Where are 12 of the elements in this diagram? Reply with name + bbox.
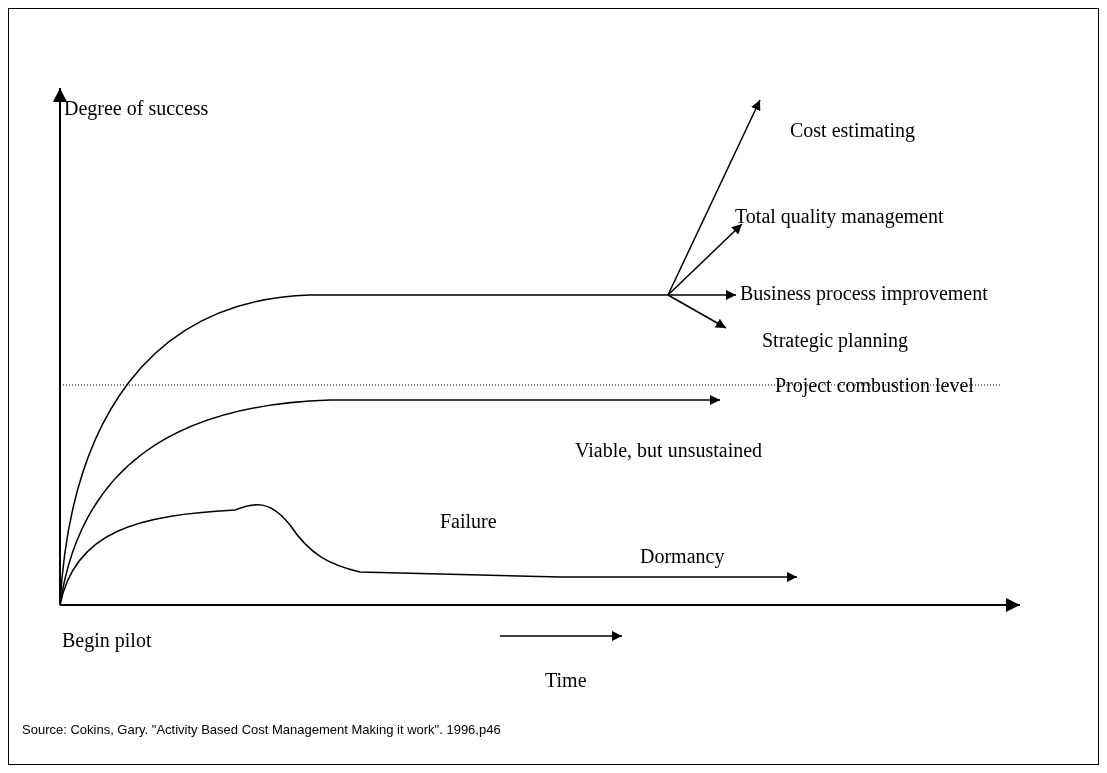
axis-title: Degree of success xyxy=(64,96,209,120)
curve-label: Cost estimating xyxy=(790,118,915,142)
curve-label: Viable, but unsustained xyxy=(575,438,763,462)
curve-label: Failure xyxy=(440,509,497,533)
threshold-label: Project combustion level xyxy=(775,373,974,397)
curve-label: Strategic planning xyxy=(762,328,909,352)
source-caption: Source: Cokins, Gary. "Activity Based Cost Management Making it work". 1996,p46 xyxy=(22,722,501,738)
axis-label: Begin pilot xyxy=(62,628,152,652)
curve-label: Total quality management xyxy=(735,204,944,228)
curve-label: Business process improvement xyxy=(740,281,988,305)
axis-title: Time xyxy=(545,668,587,692)
curve-label: Dormancy xyxy=(640,544,725,568)
